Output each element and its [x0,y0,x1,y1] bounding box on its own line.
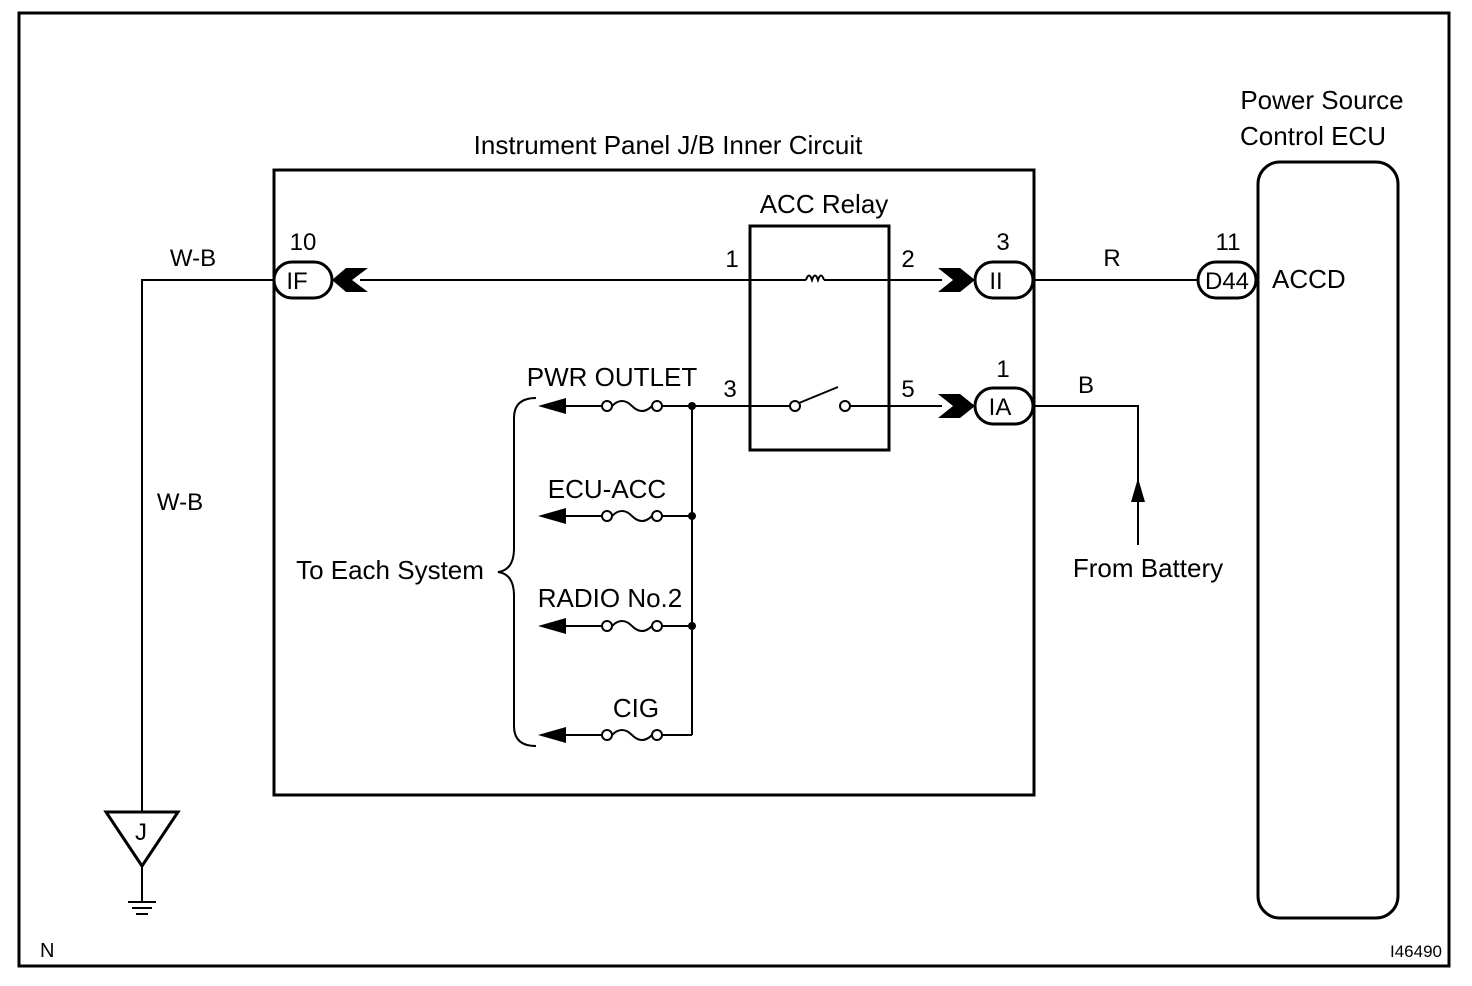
battery-arrow-icon [1131,478,1145,502]
fuse-arrow-icon [538,618,566,634]
relay-box [748,224,891,452]
connector-ii-pin: 3 [996,229,1009,256]
fuse-icon [611,620,653,632]
diagram-frame [17,11,1451,968]
ecu-box [1256,160,1400,920]
fuse-label-pwr-outlet: PWR OUTLET [527,362,698,392]
connector-ia-arrow-icon [938,394,975,418]
ground-point-icon [103,810,181,869]
wire-b [1033,405,1139,545]
fuse-icon [611,400,653,412]
wire-b-label: B [1078,372,1094,399]
wire-w-b-label-top: W-B [170,245,216,272]
connector-d44 [1196,260,1258,300]
connector-ia-pin: 1 [996,356,1009,383]
relay-pin-5: 5 [901,376,914,403]
connector-ii-label: II [989,268,1002,295]
corner-label-right: I46490 [1390,942,1442,961]
switch-contact-left [789,400,801,412]
connector-if-arrow-icon [332,268,368,292]
junction-block-title: Instrument Panel J/B Inner Circuit [474,130,863,160]
ecu-terminal-label: ACCD [1272,264,1346,294]
fuse-arrow-icon [538,727,566,743]
brace-icon [497,397,537,747]
relay-title: ACC Relay [760,189,889,219]
relay-pin-2: 2 [901,246,914,273]
fuse-row-cig: CIG [538,693,692,743]
fuse-row-pwr-outlet: PWR OUTLET [527,362,698,414]
ground-point-label: J [135,819,147,846]
connector-if-label: IF [286,268,307,295]
relay-switch-icon [798,386,839,404]
junction-block-box [272,168,1036,797]
fuse-label-cig: CIG [613,693,659,723]
fuse-row-ecu-acc: ECU-ACC [538,474,692,524]
fuse-arrow-icon [538,508,566,524]
to-each-system-label: To Each System [296,555,484,585]
connector-d44-label: D44 [1205,268,1249,295]
relay-pin-3: 3 [723,376,736,403]
corner-label-left: N [40,940,54,962]
connector-d44-pin: 11 [1216,229,1241,256]
relay-pin-1: 1 [725,246,738,273]
wire-r-label: R [1103,245,1120,272]
connector-ia-label: IA [989,394,1012,421]
fuse-arrow-icon [538,398,566,414]
fuse-row-radio-no2: RADIO No.2 [538,583,692,634]
fuse-label-radio-no2: RADIO No.2 [538,583,683,613]
ecu-title-line1: Power Source [1240,85,1403,115]
switch-contact-right [839,400,851,412]
fuse-icon [611,510,653,522]
wire-w-b-label-side: W-B [157,489,203,516]
connector-if-pin: 10 [290,229,317,256]
relay-coil-icon [805,274,825,284]
ecu-title-line2: Control ECU [1240,121,1386,151]
fuse-icon [611,729,653,741]
fuse-label-ecu-acc: ECU-ACC [548,474,666,504]
connector-ii-arrow-icon [938,268,975,292]
wire-w-b [141,279,274,812]
from-battery-label: From Battery [1073,553,1223,583]
connector-ii [973,260,1035,300]
